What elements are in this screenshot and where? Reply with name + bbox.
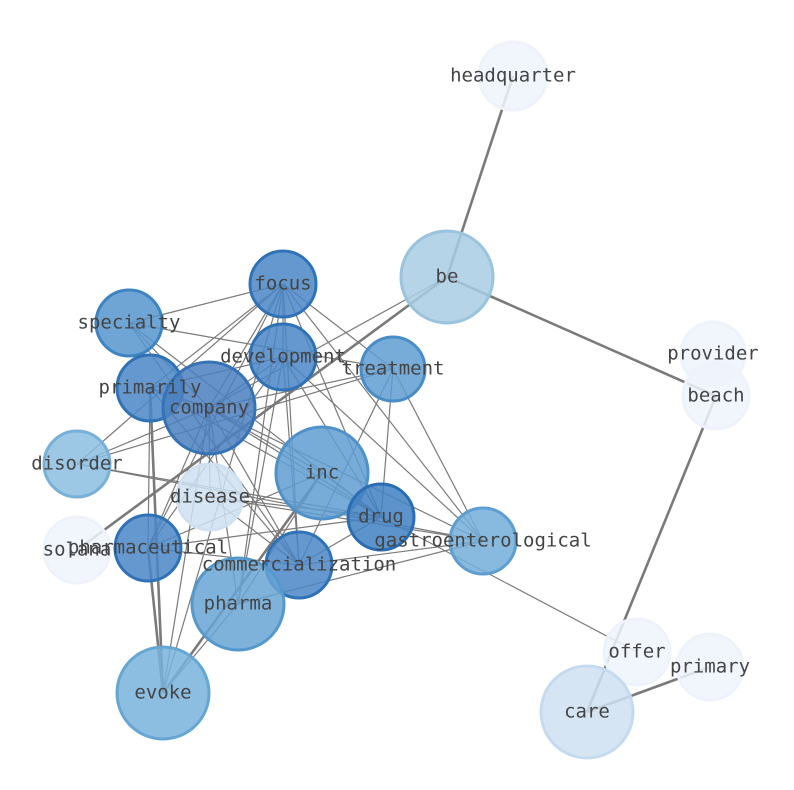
node-label-company: company: [169, 397, 249, 419]
node-label-disease: disease: [170, 486, 250, 508]
node-label-focus: focus: [254, 273, 311, 295]
node-label-solana: solana: [43, 539, 112, 561]
node-label-pharmaceutical: pharmaceutical: [68, 537, 228, 559]
node-disorder: [42, 429, 112, 499]
node-company: [161, 360, 257, 456]
edge-be-solana: [76, 275, 448, 552]
node-solana: [42, 515, 112, 585]
labels-layer: headquarter be provider beach focus specialty…: [31, 65, 759, 723]
node-label-be: be: [436, 266, 459, 288]
node-offer: [602, 617, 672, 687]
edge-be-beach: [446, 275, 717, 398]
edge-disorder-gastroenterological: [76, 463, 484, 542]
node-specialty: [94, 288, 164, 358]
edge-drug-offer: [380, 516, 638, 653]
node-label-gastroenterological: gastroenterological: [374, 530, 591, 552]
node-label-offer: offer: [608, 641, 665, 663]
node-gastroenterological: [448, 506, 518, 576]
node-primary: [675, 632, 745, 702]
node-headquarter: [477, 40, 549, 112]
node-drug: [346, 482, 416, 552]
node-label-pharma: pharma: [204, 593, 273, 615]
node-pharma: [190, 556, 286, 652]
node-focus: [248, 249, 318, 319]
edge-evoke-company: [162, 407, 210, 694]
nodes-layer: [42, 40, 751, 760]
node-label-evoke: evoke: [134, 682, 191, 704]
node-label-headquarter: headquarter: [450, 65, 576, 87]
node-label-primarily: primarily: [99, 377, 202, 399]
node-inc: [274, 425, 370, 521]
node-pharmaceutical: [113, 513, 183, 583]
node-commercialization: [264, 530, 334, 600]
node-treatment: [359, 335, 427, 403]
edge-disease-gastroenterological: [209, 496, 484, 542]
node-label-development: development: [220, 346, 346, 368]
node-label-drug: drug: [358, 506, 404, 528]
node-evoke: [115, 645, 211, 741]
node-development: [248, 322, 318, 392]
edge-pharmaceutical-drug: [147, 516, 382, 549]
node-disease: [175, 462, 245, 532]
node-be: [399, 229, 495, 325]
node-label-beach: beach: [687, 385, 744, 407]
node-label-inc: inc: [305, 462, 339, 484]
node-beach: [681, 361, 751, 431]
node-care: [539, 664, 635, 760]
node-label-primary: primary: [670, 656, 750, 678]
node-label-treatment: treatment: [342, 358, 445, 380]
edge-development-gastroenterological: [282, 356, 484, 542]
edge-focus-gastroenterological: [282, 283, 484, 542]
node-label-care: care: [564, 701, 610, 723]
node-label-commercialization: commercialization: [202, 554, 396, 576]
node-label-disorder: disorder: [31, 453, 123, 475]
node-label-specialty: specialty: [78, 312, 181, 334]
node-label-provider: provider: [667, 343, 759, 365]
